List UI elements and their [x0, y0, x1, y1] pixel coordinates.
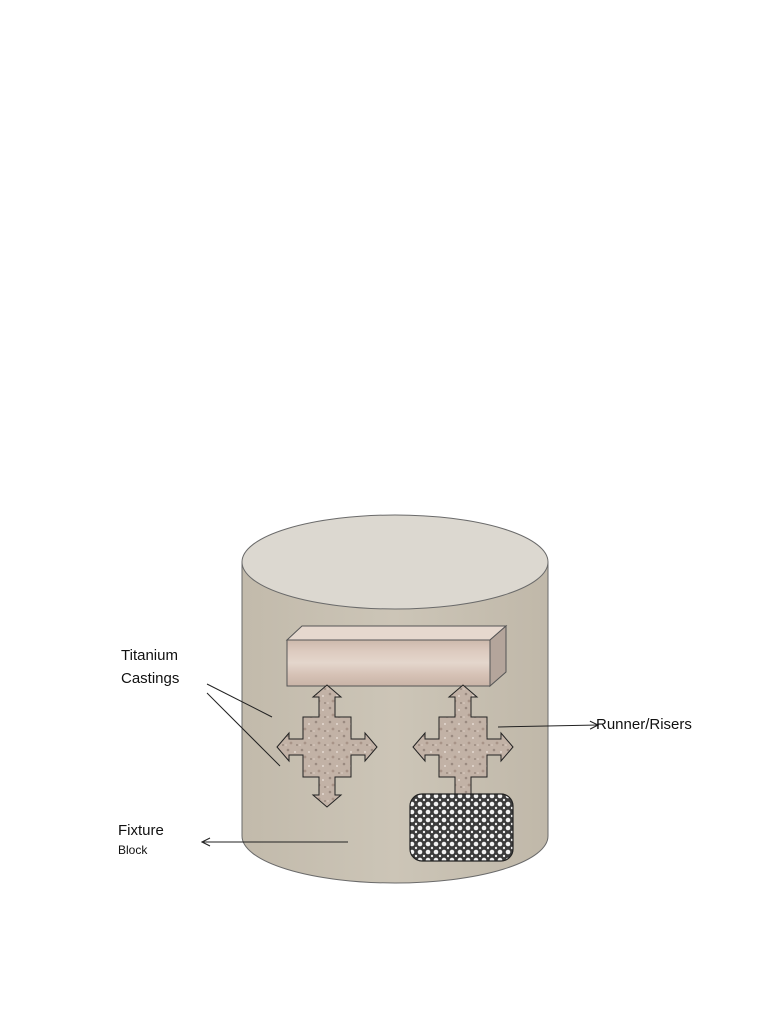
label-runner-risers: Runner/Risers — [596, 716, 692, 733]
leader-lines — [202, 683, 598, 842]
casting-left — [276, 684, 378, 808]
casting-left-shape — [276, 684, 378, 808]
fixture-block-mesh — [409, 793, 514, 862]
runner-risers-arrow — [497, 725, 598, 727]
label-fixture-line1: Fixture — [118, 822, 164, 839]
casting-right — [412, 684, 514, 808]
label-fixture-line2: Block — [118, 843, 148, 857]
cylinder-top — [241, 514, 549, 610]
runner-bar-face — [286, 639, 491, 687]
casting-right-shape — [412, 684, 514, 808]
label-titanium-line2: Castings — [121, 670, 180, 687]
runner-bar — [285, 624, 508, 688]
titanium-leader-upper — [206, 683, 273, 718]
runner-bar-top — [285, 625, 508, 641]
label-titanium-line1: Titanium — [121, 647, 178, 664]
titanium-leader-lower — [206, 692, 281, 767]
